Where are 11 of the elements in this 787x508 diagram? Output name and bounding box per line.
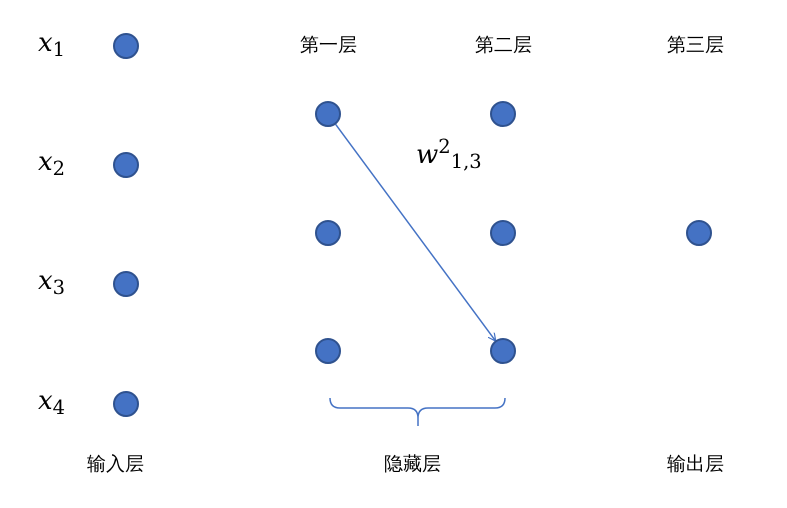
layer-caption: 隐藏层 bbox=[384, 455, 441, 474]
layer-heading: 第一层 bbox=[300, 36, 357, 55]
input-variable: x$_{1}$ bbox=[38, 30, 66, 56]
layer-caption: 输入层 bbox=[87, 455, 144, 474]
arrow bbox=[335, 124, 496, 342]
input-variable: x$_{4}$ bbox=[38, 388, 66, 414]
layer-caption: 输出层 bbox=[667, 455, 724, 474]
input-variable: x$_{2}$ bbox=[38, 149, 66, 175]
layer-heading: 第三层 bbox=[667, 36, 724, 55]
input-variable: x$_{3}$ bbox=[38, 268, 66, 294]
layer-heading: 第二层 bbox=[475, 36, 532, 55]
